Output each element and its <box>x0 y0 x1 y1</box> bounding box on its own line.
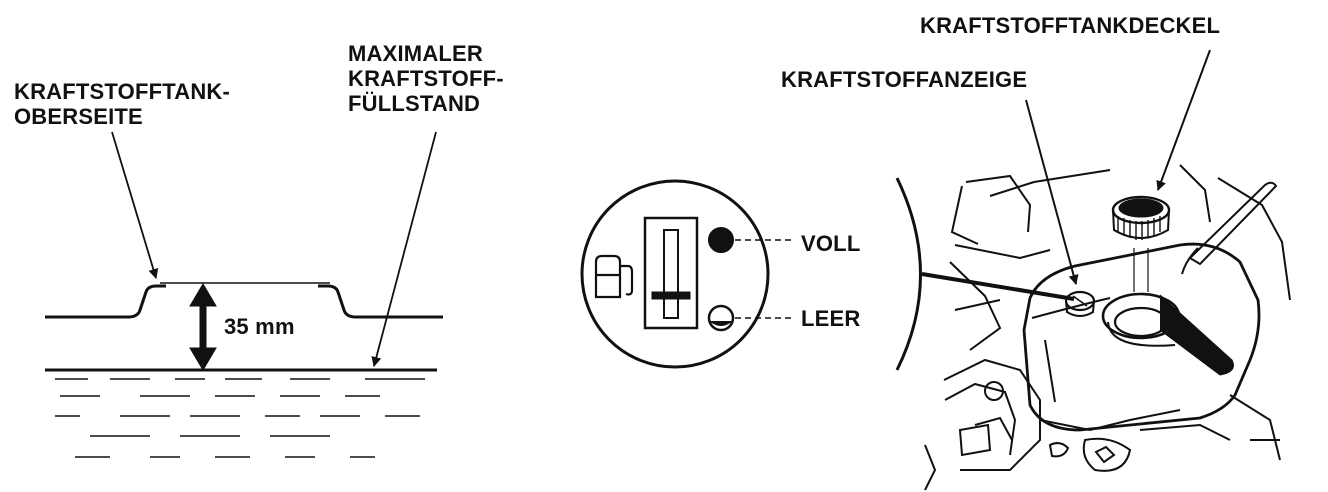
dimension-arrow <box>189 283 217 371</box>
tank-top-label-line-2: OBERSEITE <box>14 104 143 129</box>
gauge-empty-label: LEER <box>801 306 861 331</box>
dimension-label: 35 mm <box>224 314 295 339</box>
engine-illustration <box>924 164 1291 491</box>
fuel-pump-icon <box>594 254 634 299</box>
tank-top-label-line-1: KRAFTSTOFFTANK- <box>14 79 231 104</box>
fuel-liquid-hatching <box>55 378 425 458</box>
max-fill-label-line-2: KRAFTSTOFF- <box>348 66 504 91</box>
max-fill-label-line-1: MAXIMALER <box>348 41 484 66</box>
tank-cross-section <box>45 282 443 372</box>
detail-callout <box>895 177 1075 371</box>
fuel-gauge-label: KRAFTSTOFFANZEIGE <box>781 67 1028 92</box>
gauge-full-label: VOLL <box>801 231 861 256</box>
right-leader-lines <box>1025 49 1211 285</box>
max-fill-label-line-3: FÜLLSTAND <box>348 91 481 116</box>
fuel-cap-label: KRAFTSTOFFTANKDECKEL <box>920 13 1221 38</box>
max-fill-level-label: MAXIMALER KRAFTSTOFF- FÜLLSTAND <box>348 41 504 116</box>
tank-top-label: KRAFTSTOFFTANK- OBERSEITE <box>14 79 230 129</box>
fuel-gauge-detail <box>580 179 795 369</box>
left-leader-lines <box>111 131 437 367</box>
